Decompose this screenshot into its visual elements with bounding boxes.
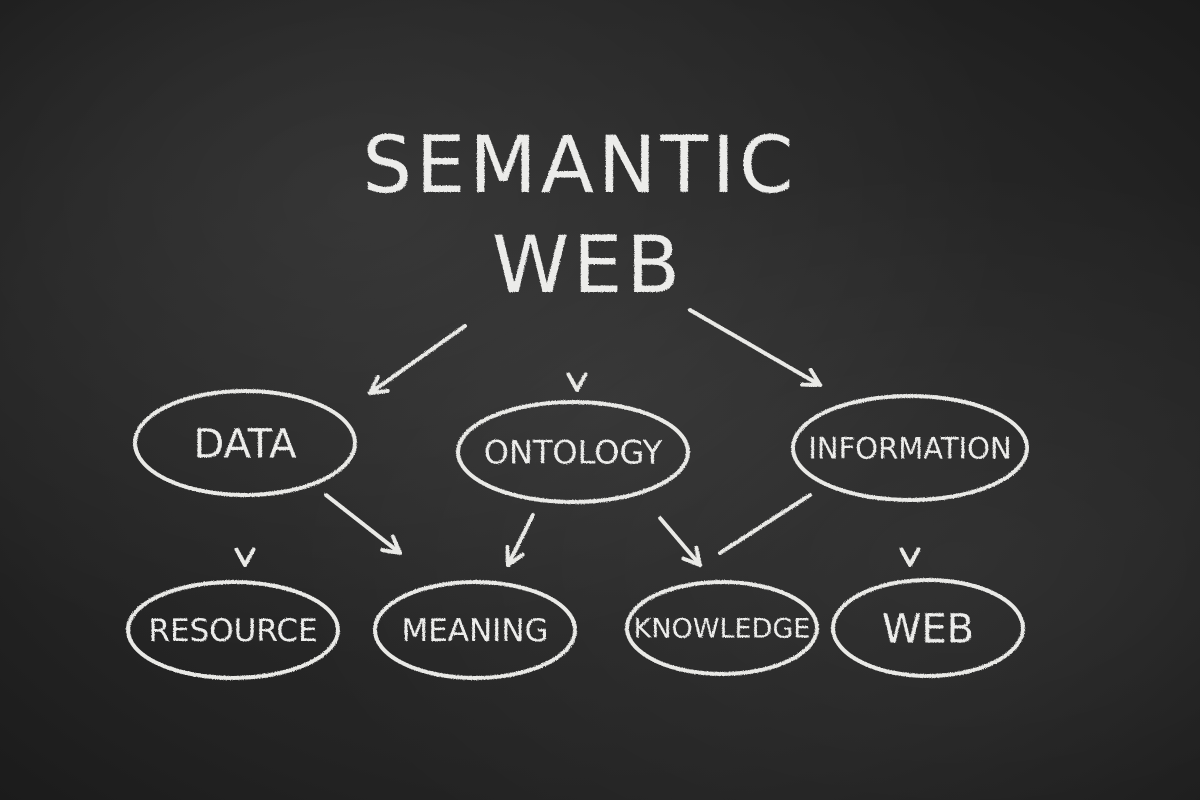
node-label-meaning: MEANING: [401, 613, 548, 649]
connector-line: [688, 308, 822, 387]
arrowhead-icon: [681, 545, 702, 567]
node-label-web: WEB: [882, 606, 974, 652]
node-ellipse: [625, 580, 819, 676]
node-label-ontology: ONTOLOGY: [484, 434, 663, 472]
node-ontology: ONTOLOGY: [456, 400, 690, 504]
arrowhead-icon: [505, 545, 525, 567]
node-ellipse: [831, 578, 1025, 678]
connector-line: [658, 516, 702, 567]
node-resource: RESOURCE: [126, 580, 340, 680]
edge-information-to-web: [899, 511, 921, 567]
node-ellipse: [133, 389, 357, 497]
node-label-resource: RESOURCE: [148, 613, 317, 649]
node-knowledge: KNOWLEDGE: [625, 580, 819, 676]
edge-information-to-knowledge: [718, 493, 812, 555]
connector-line: [718, 493, 812, 555]
node-ellipse: [126, 580, 340, 680]
node-information: INFORMATION: [791, 394, 1029, 502]
node-ellipse: [456, 400, 690, 504]
node-label-information: INFORMATION: [808, 431, 1011, 465]
arrowhead-icon: [899, 547, 921, 567]
node-ellipse: [791, 394, 1029, 502]
node-label-knowledge: KNOWLEDGE: [634, 614, 811, 645]
edge-title-to-information: [688, 308, 822, 387]
arrowhead-icon: [566, 372, 588, 392]
node-web: WEB: [831, 578, 1025, 678]
connector-line: [506, 513, 535, 567]
title-line-1: SEMANTIC: [363, 121, 798, 211]
title-line-2: WEB: [492, 221, 684, 311]
node-meaning: MEANING: [373, 580, 577, 680]
edge-title-to-ontology: [566, 314, 588, 392]
connector-line: [368, 324, 467, 395]
edge-data-to-meaning: [324, 493, 402, 555]
node-ellipse: [373, 580, 577, 680]
arrowhead-icon: [368, 374, 390, 395]
edge-title-to-data: [368, 324, 467, 395]
node-label-data: DATA: [193, 421, 297, 467]
arrowhead-icon: [234, 547, 256, 567]
edge-ontology-to-meaning: [505, 513, 535, 567]
edge-data-to-resource: [234, 510, 256, 567]
edge-ontology-to-knowledge: [658, 516, 702, 567]
node-data: DATA: [133, 389, 357, 497]
connector-line: [324, 493, 402, 555]
arrowhead-icon: [800, 367, 822, 387]
arrowhead-icon: [380, 534, 402, 555]
